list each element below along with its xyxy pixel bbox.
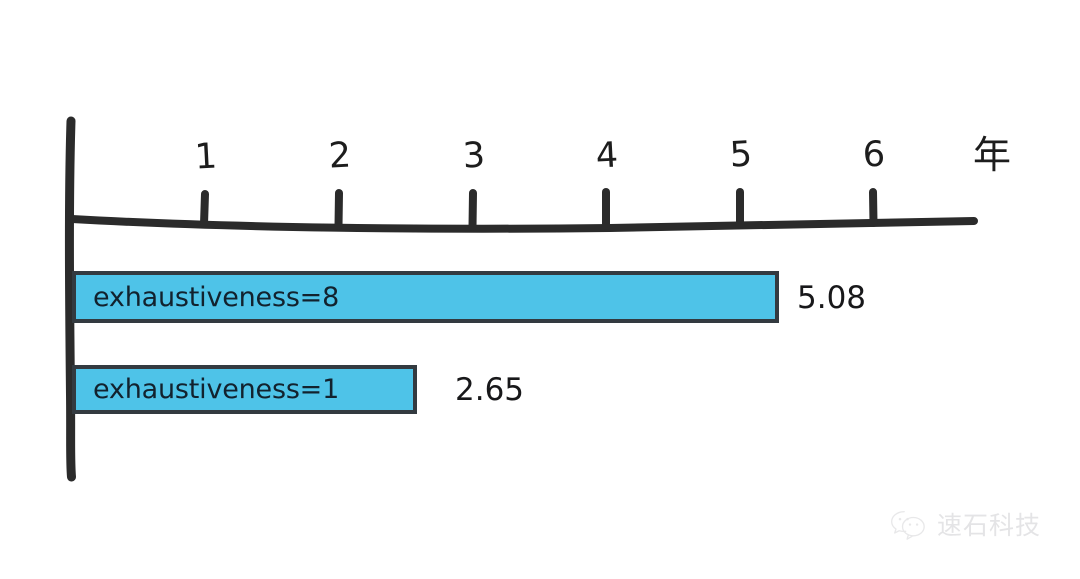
y-axis-line xyxy=(64,116,76,482)
x-axis-tick-label-3: 3 xyxy=(461,135,487,177)
wechat-icon xyxy=(891,510,925,540)
bar-exhaustiveness-1: exhaustiveness=1 xyxy=(72,365,417,414)
x-axis-tick-1 xyxy=(200,190,209,228)
x-axis-tick-label-6: 6 xyxy=(861,134,887,176)
x-axis-tick-label-5: 5 xyxy=(728,134,754,176)
x-axis-tick-label-2: 2 xyxy=(327,135,353,177)
bar-exhaustiveness-8: exhaustiveness=8 xyxy=(72,271,779,323)
bar-value-exhaustiveness-1: 2.65 xyxy=(455,372,525,408)
watermark-text: 速石科技 xyxy=(937,510,1042,540)
x-axis-tick-label-1: 1 xyxy=(193,136,219,178)
bar-label-exhaustiveness-1: exhaustiveness=1 xyxy=(93,374,340,405)
bar-label-exhaustiveness-8: exhaustiveness=8 xyxy=(93,281,340,313)
x-axis-line xyxy=(68,215,978,233)
x-axis-tick-label-4: 4 xyxy=(594,135,620,177)
watermark: 速石科技 xyxy=(890,508,1041,542)
x-axis-tick-2 xyxy=(334,189,343,230)
bar-value-exhaustiveness-8: 5.08 xyxy=(797,280,867,316)
x-axis-tick-6 xyxy=(869,188,878,227)
x-axis-tick-3 xyxy=(468,189,477,231)
x-axis-unit-label: 年 xyxy=(972,133,1011,177)
